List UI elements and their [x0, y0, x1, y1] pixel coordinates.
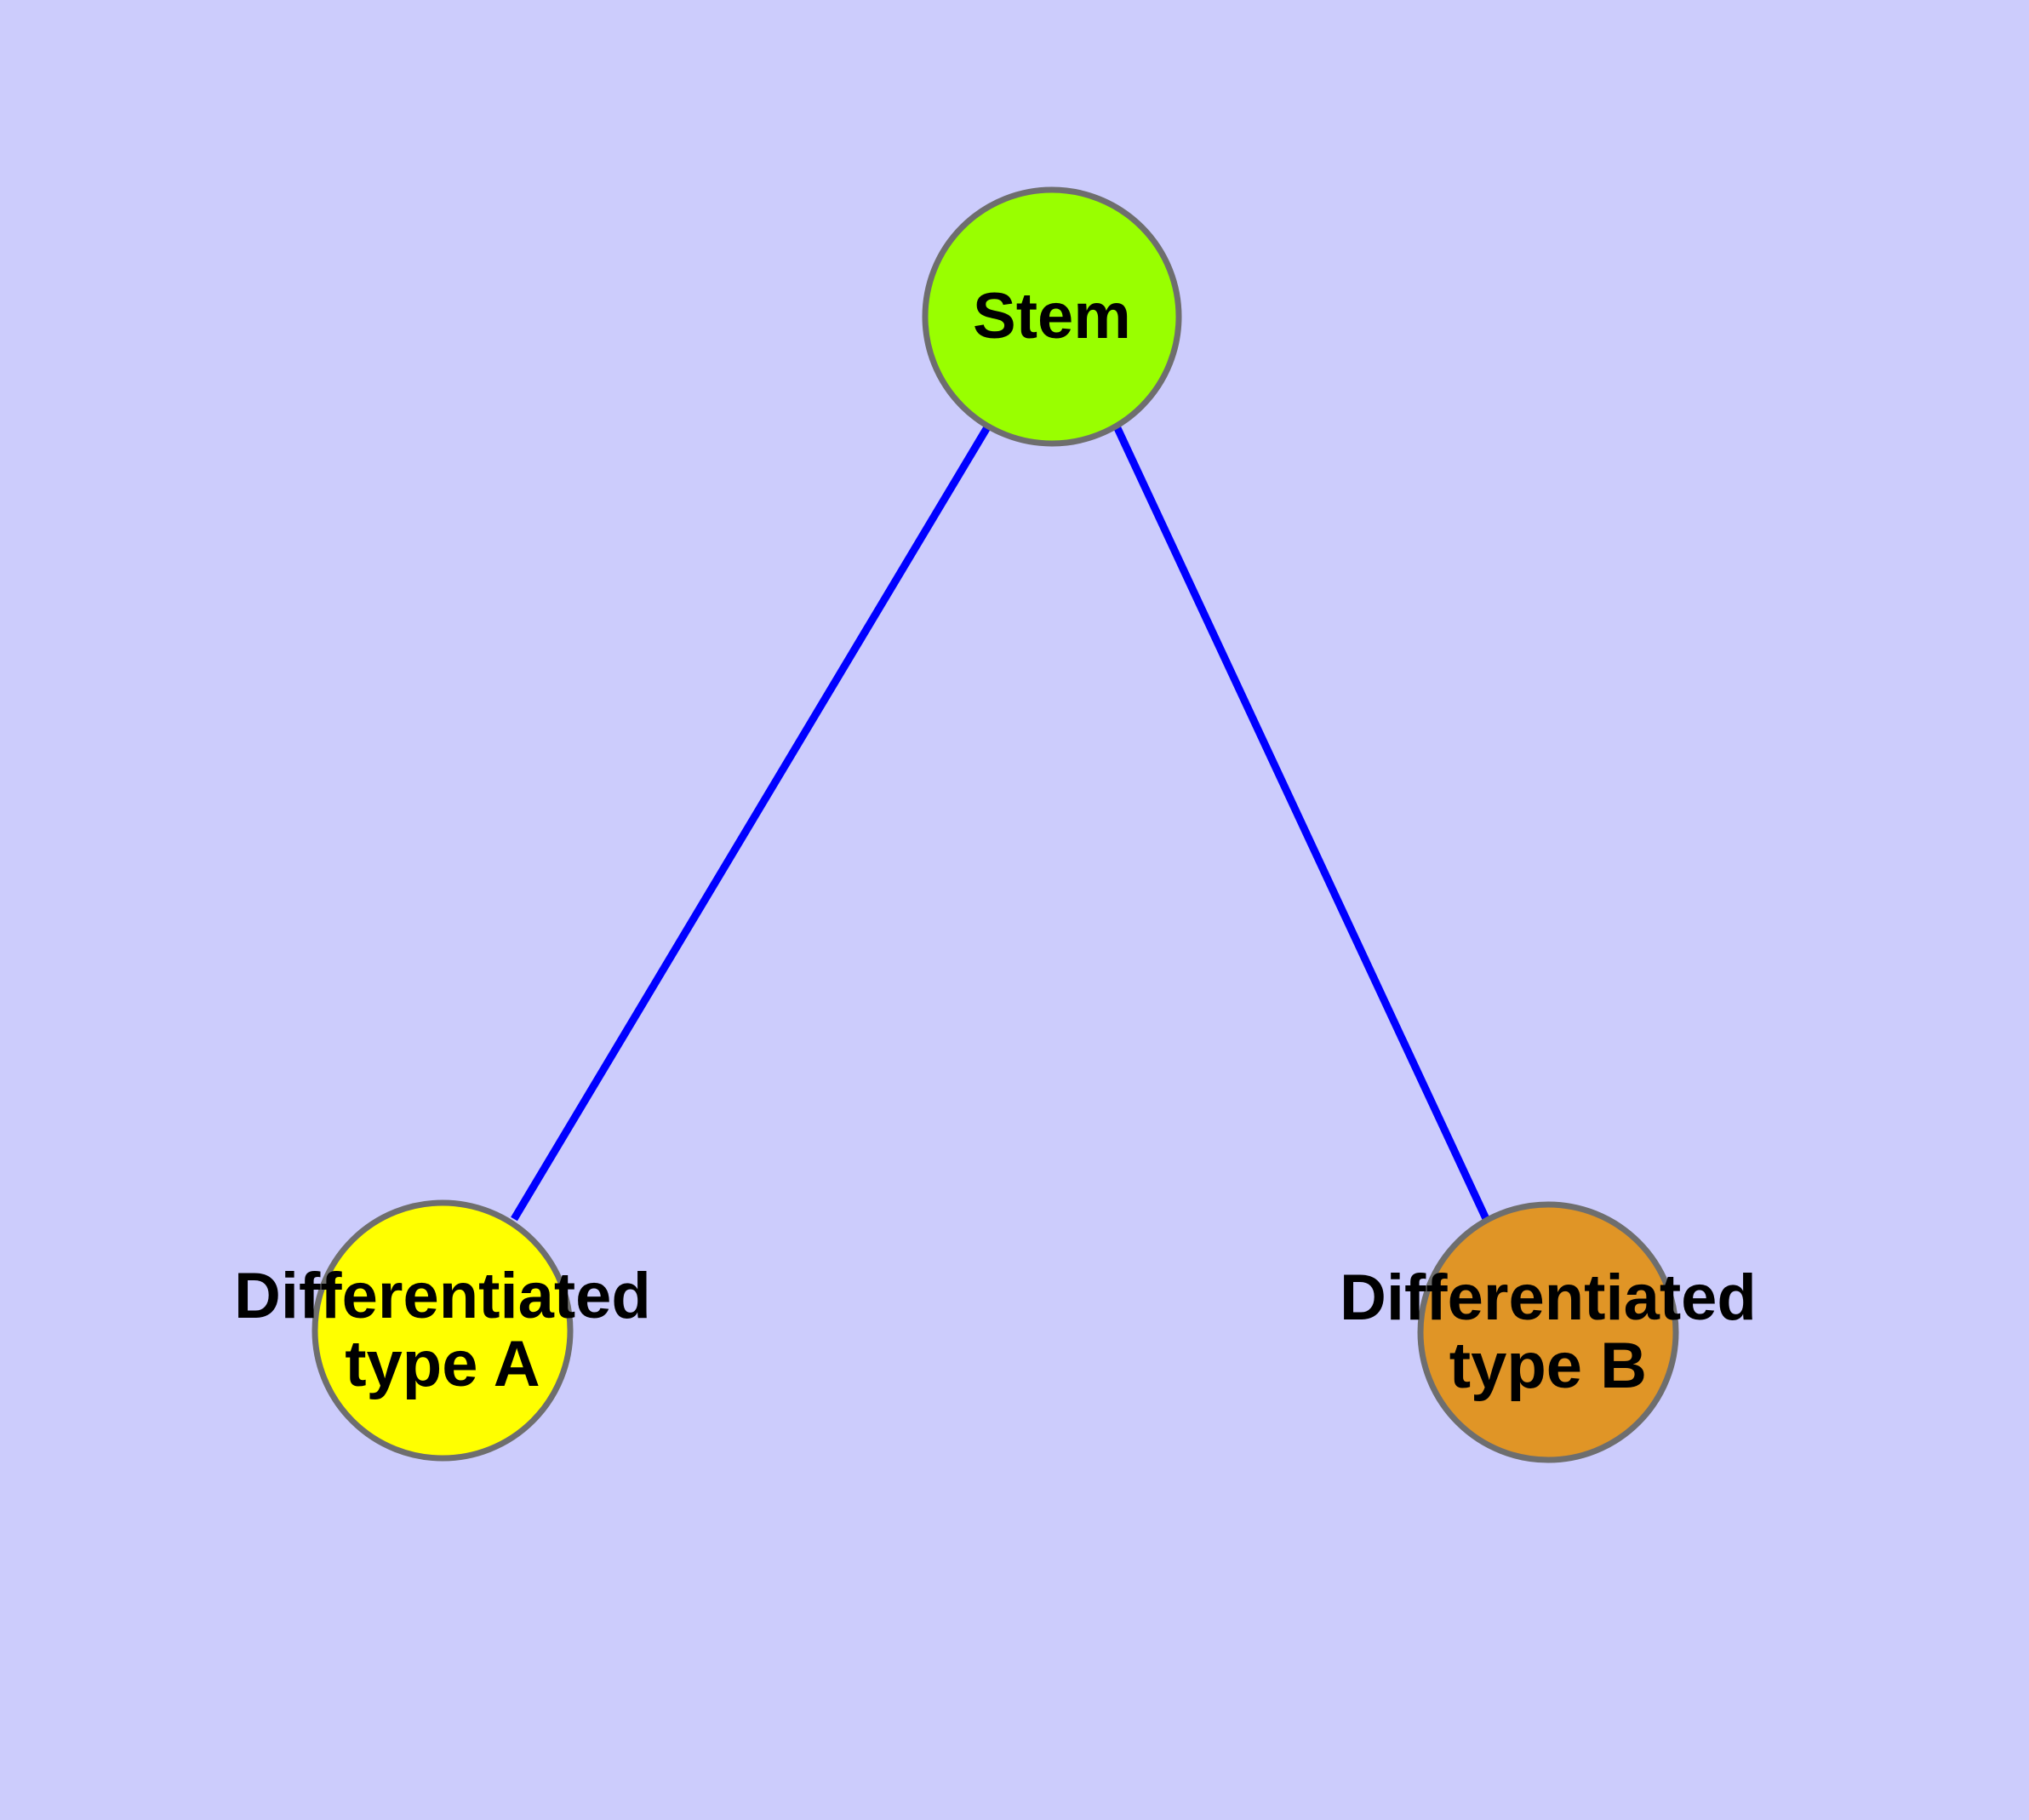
node-circle-diff-b[interactable] [1417, 1201, 1679, 1463]
node-circle-stem[interactable] [922, 186, 1182, 447]
node-circle-diff-a[interactable] [311, 1199, 574, 1462]
edge-stem-to-diff-a[interactable] [511, 425, 991, 1222]
edge-stem-to-diff-b[interactable] [1113, 426, 1492, 1224]
nodes-group [311, 186, 1679, 1463]
edges-group [511, 425, 1492, 1224]
